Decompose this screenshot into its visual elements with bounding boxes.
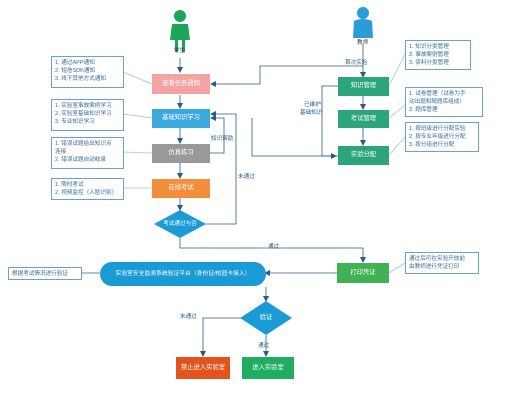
note-line: 1. 错误试题给出知识点 (55, 141, 112, 147)
note-line: 2. 视频监控（人脸识别） (55, 190, 118, 197)
note-line: 动出题和随题库组成） (409, 99, 465, 106)
arrow-not-passed-loop (204, 111, 237, 225)
first-exp-label: 首次实验 (345, 60, 368, 66)
notify-note: 1. 通过APP通知 2. 短信SDK通知 3. 线下其他方式通知 (51, 56, 124, 88)
print-box: 打印凭证 (337, 263, 389, 283)
note-line: 连接 (55, 149, 67, 156)
student-person-icon (170, 10, 190, 52)
note-line: 由教师进行凭证打印 (409, 264, 460, 271)
student-label: 学生 (174, 48, 186, 54)
note-line: 1. 限时考试 (55, 182, 84, 188)
passed-decision-shape (154, 210, 206, 238)
assign-note: 1. 按班级进行分配实验 2. 按专业年级进行分配 3. 按分组进行分配 (405, 122, 479, 152)
note-line: 通过后可在实验开放前 (409, 256, 465, 262)
teacher-label: 教师 (357, 40, 369, 46)
practice-box: 仿真练习 (152, 144, 210, 163)
exam-note: 1. 限时考试 2. 视频监控（人脸识别） (51, 178, 124, 200)
deny-box: 禁止进入实验室 (176, 357, 230, 379)
line-note-learn (122, 113, 153, 119)
note-line: 2. 错误试题自动收录 (55, 157, 106, 164)
learn-note: 1. 实验室事故案例学习 2. 实验室基础知识学习 3. 专业知识学习 (51, 99, 124, 131)
arrow-verify-fail (200, 317, 241, 357)
learn-box: 基础知识学习 (152, 109, 210, 128)
exam-mgmt-box: 考试管理 (338, 110, 389, 128)
line-note-notify (122, 71, 153, 85)
note-line: 2. 事故案例管理 (409, 52, 449, 59)
arrow-first-exp (210, 65, 363, 87)
platform-box: 实验室安全监测系统验证平台（身份证/校园卡接入） (100, 262, 266, 286)
note-line: 3. 专业知识学习 (55, 119, 95, 126)
passed-label: 通过 (268, 244, 280, 250)
exam-mgmt-note: 1. 试卷管理（试卷为手 动出题和随题库组成） 2. 题库管理 (405, 87, 483, 117)
note-line: 2. 按专业年级进行分配 (409, 134, 466, 141)
verify-fail-label: 未通过 (180, 314, 197, 320)
maintained-label-2: 基础知识 (300, 110, 323, 116)
teacher-person-icon (353, 7, 373, 38)
knowledge-box: 知识管理 (338, 77, 389, 96)
enter-box: 进入实验室 (242, 357, 294, 379)
verify-decision-shape (240, 301, 292, 335)
line-note-exam-mgmt (388, 104, 406, 119)
exam-box: 在线考试 (152, 179, 210, 198)
print-note: 通过后可在实验开放前 由教师进行凭证打印 (405, 252, 479, 274)
line-note-assign (388, 136, 406, 156)
assign-box: 实验分配 (338, 146, 389, 165)
arrow-assign-learn (251, 118, 338, 157)
note-line: 3. 资料分类管理 (409, 60, 449, 67)
note-line: 2. 题库管理 (409, 107, 438, 114)
line-note-knowledge (388, 53, 406, 87)
arrow-pass-print (179, 238, 366, 263)
verify-pass-label: 通过 (258, 343, 270, 349)
passed-decision-label: 考试通过与否 (163, 220, 197, 227)
notify-box: 查看任务通知 (152, 74, 210, 94)
note-line: 1. 实验室事故案例学习 (55, 103, 112, 109)
note-line: 2. 短信SDK通知 (55, 68, 96, 75)
note-line: 1. 通过APP通知 (55, 60, 95, 66)
line-note-print (388, 262, 406, 274)
verify-decision-label: 验证 (259, 313, 273, 321)
verify-note: 根据考试情况进行验证 (8, 267, 82, 280)
knowledge-note: 1. 知识分类管理 2. 事故案例管理 3. 资料分类管理 (405, 40, 471, 70)
note-line: 根据考试情况进行验证 (12, 271, 68, 277)
note-line: 1. 按班级进行分配实验 (409, 126, 466, 132)
practice-note: 1. 错误试题给出知识点 连接 2. 错误试题自动收录 (51, 137, 124, 169)
maintained-label-1: 已维护 (304, 102, 321, 108)
arrow-maintained (321, 85, 338, 159)
note-line: 1. 知识分类管理 (409, 44, 449, 50)
knowledge-help-label: 知识帮助 (211, 136, 234, 142)
line-note-practice (122, 151, 153, 154)
note-line: 2. 实验室基础知识学习 (55, 111, 112, 118)
note-line: 3. 线下其他方式通知 (55, 76, 106, 83)
not-passed-label: 未通过 (238, 174, 255, 180)
note-line: 3. 按分组进行分配 (409, 142, 455, 149)
note-line: 1. 试卷管理（试卷为手 (409, 91, 466, 97)
arrow-knowledge-help (209, 115, 225, 154)
